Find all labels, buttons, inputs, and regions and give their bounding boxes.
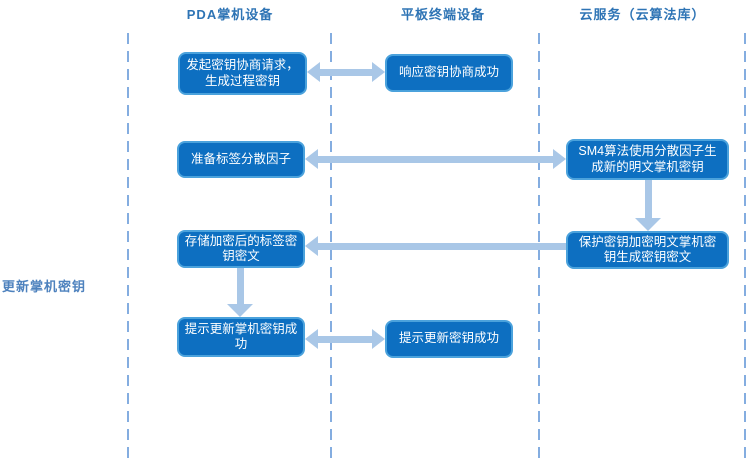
node-sm4-generate-plaintext-key: SM4算法使用分散因子生 成新的明文掌机密钥 — [566, 139, 729, 180]
node-respond-negotiation-success: 响应密钥协商成功 — [385, 54, 513, 92]
arrowhead-right-icon — [372, 62, 385, 82]
arrowhead-left-icon — [305, 236, 318, 256]
arrow-shaft — [318, 335, 372, 343]
lane-divider-1 — [127, 33, 129, 461]
node-prompt-key-updated: 提示更新密钥成功 — [385, 320, 513, 358]
node-store-encrypted-tag-key: 存储加密后的标签密 钥密文 — [177, 230, 305, 268]
arrow-shaft — [644, 180, 652, 218]
arrowhead-right-icon — [372, 329, 385, 349]
arrowhead-down-icon — [227, 304, 253, 317]
arrowhead-left-icon — [305, 149, 318, 169]
arrow-shaft — [320, 68, 372, 76]
phase-label-update-handheld-key: 更新掌机密钥 — [2, 279, 87, 294]
arrow-dispersal-factor-bidirectional — [305, 149, 566, 169]
arrowhead-down-icon — [635, 218, 661, 231]
arrowhead-left-icon — [307, 62, 320, 82]
arrowhead-right-icon — [553, 149, 566, 169]
node-initiate-key-negotiation: 发起密钥协商请求， 生成过程密钥 — [178, 52, 307, 95]
lane-header-cloud: 云服务（云算法库） — [579, 7, 706, 22]
arrow-cloud-generate-to-encrypt — [635, 180, 661, 231]
arrow-shaft — [318, 155, 553, 163]
node-prompt-handheld-key-updated: 提示更新掌机密钥成 功 — [177, 317, 305, 357]
arrow-shaft — [318, 242, 566, 250]
lane-header-tablet: 平板终端设备 — [400, 7, 485, 22]
lane-divider-4 — [744, 33, 746, 461]
node-prepare-tag-dispersal-factor: 准备标签分散因子 — [177, 141, 305, 178]
lane-header-pda: PDA掌机设备 — [186, 7, 274, 22]
arrow-key-negotiation-bidirectional — [307, 62, 385, 82]
arrow-update-success-bidirectional — [305, 329, 385, 349]
arrow-shaft — [236, 268, 244, 304]
node-protect-key-encrypt-ciphertext: 保护密钥加密明文掌机密 钥生成密钥密文 — [566, 231, 729, 269]
arrowhead-left-icon — [305, 329, 318, 349]
arrow-ciphertext-to-pda — [305, 236, 566, 256]
arrow-store-to-prompt — [227, 268, 253, 317]
